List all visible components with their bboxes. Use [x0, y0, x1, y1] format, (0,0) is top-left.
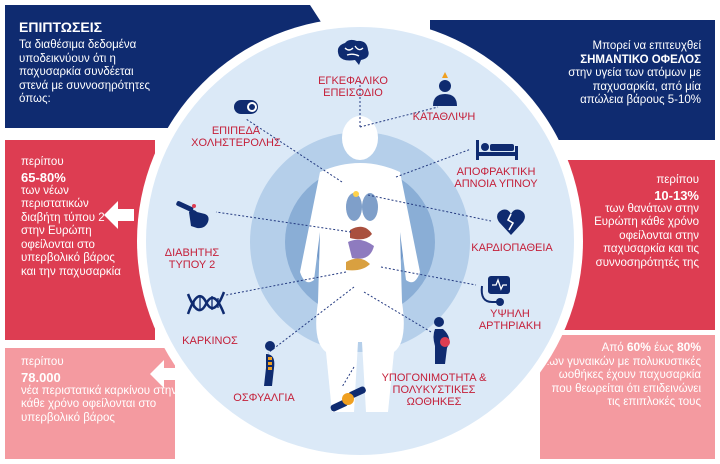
depressed-person-icon [433, 72, 457, 106]
pcos-stat-panel: Από 60% έως 80% των γυναικών με πολυκυστ… [540, 335, 715, 459]
cancer-stat-panel: περίπου 78.000 νέα περιστατικά καρκίνου … [5, 348, 196, 459]
cancer-stat-prefix: περίπου [21, 356, 64, 368]
diabetes-stat-text: των νέων περιστατικών διαβήτη τύπου 2 στ… [21, 184, 121, 278]
label-cancer: ΚΑΡΚΙΝΟΣ [182, 335, 238, 347]
benefit-line1: Μπορεί να επιτευχθεί [592, 40, 701, 52]
arrow-left-icon [104, 201, 134, 229]
benefit-highlight: ΣΗΜΑΝΤΙΚΟ ΟΦΕΛΟΣ [580, 53, 701, 66]
arrow-left-icon [150, 360, 180, 388]
sleep-bed-icon [476, 140, 518, 160]
broken-heart-icon [497, 209, 525, 235]
mortality-stat-value: 10-13% [654, 187, 699, 203]
pcos-stat-mid: έως [654, 342, 674, 354]
pcos-stat-v1: 60% [626, 340, 651, 354]
label-stroke: ΕΓΚΕΦΑΛΙΚΟ ΕΠΕΙΣΟΔΙΟ [318, 75, 388, 99]
label-hypertension: ΥΨΗΛΗ ΑΡΤΗΡΙΑΚΗ [478, 308, 542, 332]
diabetes-stat-panel: περίπου 65-80% των νέων περιστατικών δια… [5, 140, 155, 340]
spine-icon [264, 341, 275, 386]
pcos-stat-text: των γυναικών με πολυκυστικές ωοθήκες έχο… [544, 355, 701, 409]
glucose-finger-icon [176, 201, 209, 229]
label-cholesterol: ΕΠΙΠΕΔΑ ΧΟΛΗΣΤΕΡΟΛΗΣ [191, 125, 281, 149]
label-osteoarthritis: ΟΣΦΥΑΛΓΙΑ [233, 392, 295, 404]
pcos-stat-v2: 80% [676, 340, 701, 354]
benefit-line2: στην υγεία των ατόμων με παχυσαρκία, από… [568, 67, 701, 106]
label-depression: ΚΑΤΑΘΛΙΨΗ [412, 111, 476, 123]
label-diabetes: ΔΙΑΒΗΤΗΣ ΤΥΠΟΥ 2 [164, 247, 220, 271]
diabetes-stat-value: 65-80% [21, 169, 66, 185]
body-silhouette-icon [300, 116, 420, 412]
knee-joint-icon [330, 386, 366, 412]
blood-pressure-icon [480, 276, 510, 306]
label-apnea: ΑΠΟΦΡΑΚΤΙΚΗ ΑΠΝΟΙΑ ΥΠΝΟΥ [454, 166, 538, 190]
pregnant-woman-icon [433, 317, 450, 364]
cancer-stat-value: 78.000 [21, 369, 61, 385]
impacts-intro-text: Τα διαθέσιμα δεδομένα υποδεικνύουν ότι η… [19, 39, 151, 105]
dna-icon [186, 291, 226, 315]
brain-icon [337, 39, 369, 65]
pcos-stat-range: Από 60% έως 80% [540, 340, 701, 356]
cholesterol-pill-icon [234, 100, 258, 114]
impacts-title: ΕΠΙΠΤΩΣΕΙΣ [19, 19, 103, 35]
diabetes-stat-prefix: περίπου [21, 156, 64, 168]
pcos-stat-pre: Από [601, 342, 624, 354]
label-heart: ΚΑΡΔΙΟΠΑΘΕΙΑ [471, 242, 553, 254]
mortality-stat-prefix: περίπου [656, 174, 699, 186]
leader-lines [215, 82, 492, 388]
mortality-stat-text: των θανάτων στην Ευρώπη κάθε χρόνο οφείλ… [594, 202, 699, 269]
cancer-stat-text: νέα περιστατικά καρκίνου στην ΕΕ κάθε χρ… [21, 384, 196, 424]
label-infertility: ΥΠΟΓΟΝΙΜΟΤΗΤΑ & ΠΟΛΥΚΥΣΤΙΚΕΣ ΩΟΘΗΚΕΣ [381, 372, 487, 408]
